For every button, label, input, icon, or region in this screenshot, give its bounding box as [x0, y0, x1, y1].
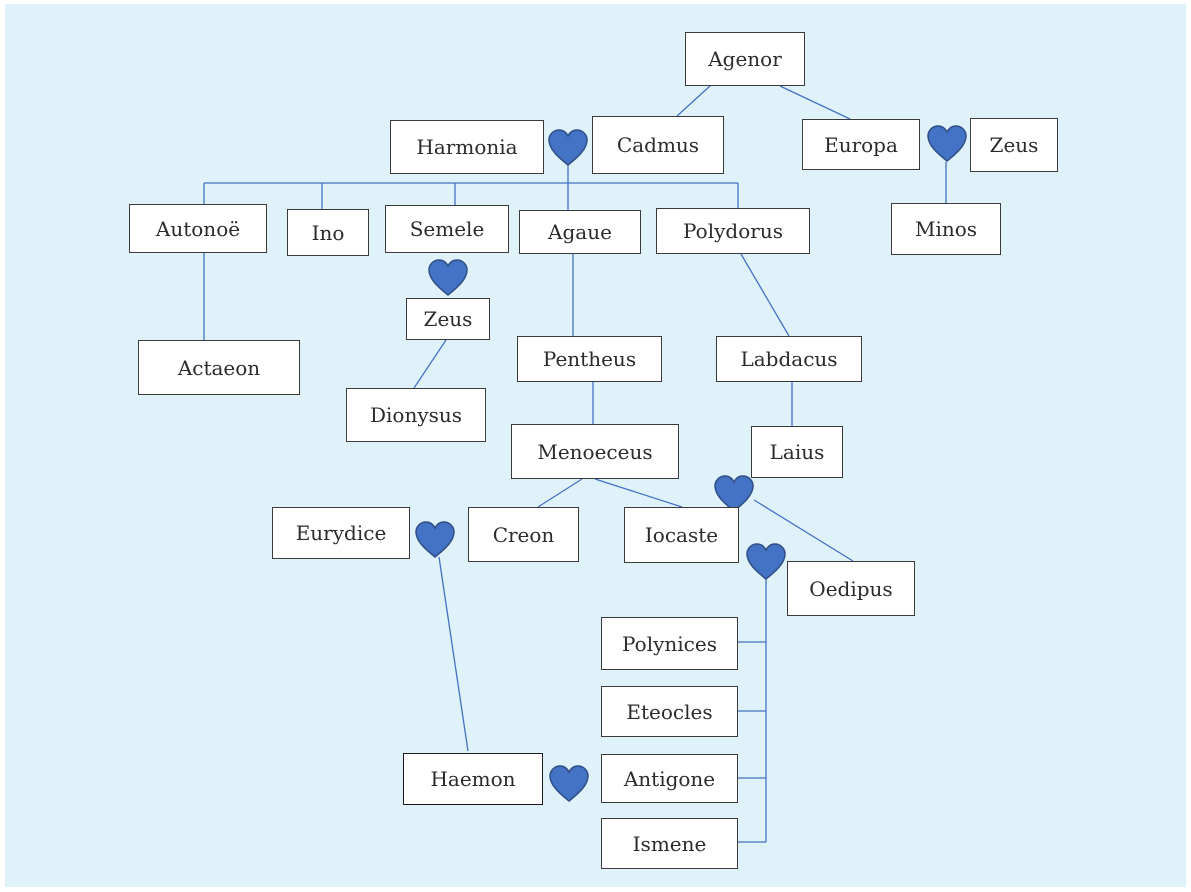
person-creon: Creon: [468, 507, 579, 562]
link-menoeceus-iocaste: [594, 478, 683, 508]
person-harmonia: Harmonia: [390, 120, 544, 174]
heart-icon: [714, 475, 754, 512]
person-eurydice: Eurydice: [272, 507, 410, 559]
person-actaeon: Actaeon: [138, 340, 300, 395]
link-eurydice-haemon: [438, 556, 469, 752]
heart-icon: [549, 765, 589, 802]
person-pentheus: Pentheus: [517, 336, 662, 382]
person-eteocles: Eteocles: [601, 686, 738, 737]
person-oedipus: Oedipus: [787, 561, 915, 616]
person-semele: Semele: [385, 205, 509, 253]
link-menoeceus-creon: [537, 478, 583, 508]
person-agaue: Agaue: [519, 210, 641, 254]
heart-icon: [746, 543, 786, 580]
heart-icon: [927, 125, 967, 162]
connector-lines: [203, 85, 947, 843]
person-polydorus: Polydorus: [656, 208, 810, 254]
person-autonoe: Autonoë: [129, 204, 267, 253]
person-ismene: Ismene: [601, 818, 738, 869]
person-zeus-semele: Zeus: [406, 298, 490, 340]
link-agenor-cadmus: [676, 85, 711, 117]
link-polydorus-labdacus: [740, 253, 790, 337]
heart-icon: [415, 521, 455, 558]
heart-icon: [428, 259, 468, 296]
person-antigone: Antigone: [601, 754, 738, 803]
person-haemon: Haemon: [403, 753, 543, 805]
person-iocaste: Iocaste: [624, 507, 739, 563]
heart-icon: [548, 129, 588, 166]
person-polynices: Polynices: [601, 617, 738, 670]
person-europa: Europa: [802, 119, 920, 170]
person-agenor: Agenor: [685, 32, 805, 86]
link-agenor-europa: [779, 85, 851, 120]
link-zeus-dionysus: [413, 339, 447, 389]
person-menoeceus: Menoeceus: [511, 424, 679, 479]
person-cadmus: Cadmus: [592, 116, 724, 174]
person-ino: Ino: [287, 209, 369, 256]
link-laius-oedipus: [753, 499, 854, 562]
person-labdacus: Labdacus: [716, 336, 862, 382]
person-zeus-europa: Zeus: [970, 118, 1058, 172]
family-tree-diagram: Agenor Harmonia Cadmus Europa Zeus Minos…: [5, 4, 1186, 887]
person-laius: Laius: [751, 426, 843, 478]
person-dionysus: Dionysus: [346, 388, 486, 442]
person-minos: Minos: [891, 203, 1001, 255]
